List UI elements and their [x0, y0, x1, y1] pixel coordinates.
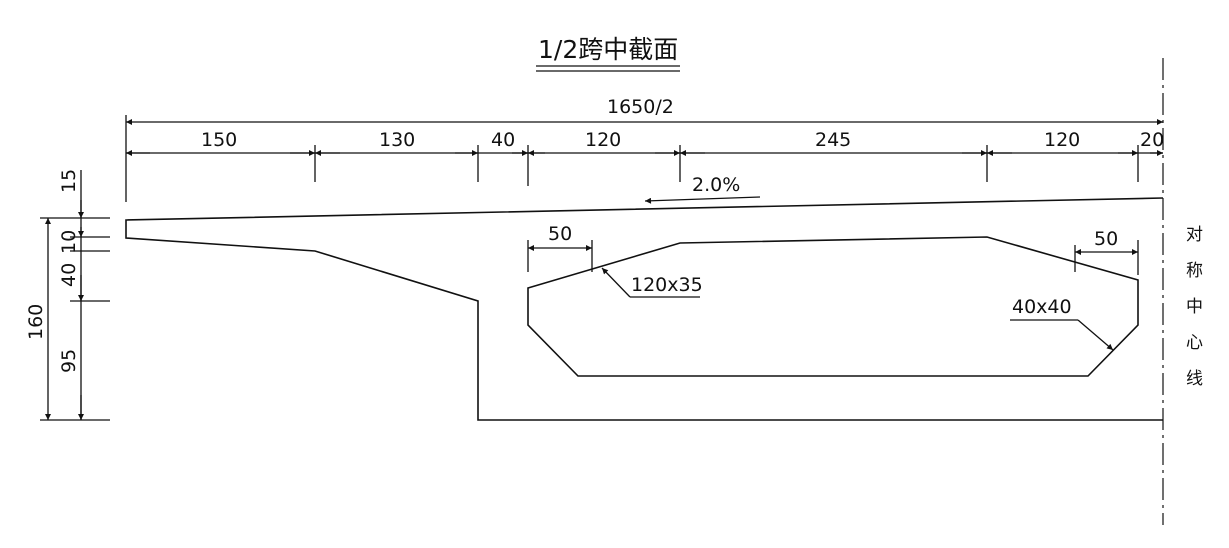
slope-annotation: 2.0%: [644, 174, 761, 204]
segment-label-1: 150: [201, 129, 237, 151]
height-label-95: 95: [58, 349, 80, 373]
segment-label-5: 245: [815, 129, 851, 151]
segment-label-6: 120: [1044, 129, 1080, 151]
drawing-title: 1/2跨中截面: [538, 35, 678, 64]
overall-width-label: 1650/2: [607, 96, 674, 118]
centerline-char-5: 线: [1186, 369, 1203, 389]
right-chamfer-dimension: 50: [1074, 228, 1139, 275]
height-label-40: 40: [58, 263, 80, 287]
segment-label-2: 130: [379, 129, 415, 151]
centerline-char-4: 心: [1186, 333, 1203, 353]
centerline-char-2: 称: [1186, 261, 1203, 281]
right-chamfer-width-label: 50: [1094, 228, 1118, 250]
segment-dimensions: 150 130 40 120 245 120 20: [126, 129, 1164, 186]
left-chamfer-dimension: 50: [527, 223, 593, 272]
bottom-chamfer-leader-line: [1077, 319, 1114, 351]
slope-label: 2.0%: [692, 174, 740, 196]
slope-arrow: [644, 196, 761, 204]
segment-label-4: 120: [585, 129, 621, 151]
centerline-char-3: 中: [1186, 297, 1203, 317]
overall-width-dimension: 1650/2: [125, 96, 1163, 202]
height-label-10: 10: [58, 230, 80, 254]
box-cell-outline: [527, 236, 1139, 377]
bottom-chamfer-label: 40x40: [1012, 296, 1072, 318]
segment-label-7: 20: [1140, 129, 1164, 151]
top-chamfer-leader: 120x35: [601, 267, 703, 298]
overall-height-label: 160: [25, 304, 47, 340]
segment-label-3: 40: [491, 129, 515, 151]
left-height-dimensions: 160 15 10 40 95: [25, 169, 110, 421]
top-chamfer-leader-line: [601, 267, 631, 298]
centerline-char-1: 对: [1186, 225, 1203, 245]
bottom-chamfer-leader: 40x40: [1010, 296, 1114, 351]
girder-outer-outline: [125, 197, 1164, 421]
height-label-15: 15: [58, 169, 80, 193]
title-group: 1/2跨中截面: [536, 35, 680, 72]
left-chamfer-width-label: 50: [548, 223, 572, 245]
centerline-label: 对 称 中 心 线: [1186, 225, 1203, 389]
top-chamfer-label: 120x35: [631, 274, 703, 296]
